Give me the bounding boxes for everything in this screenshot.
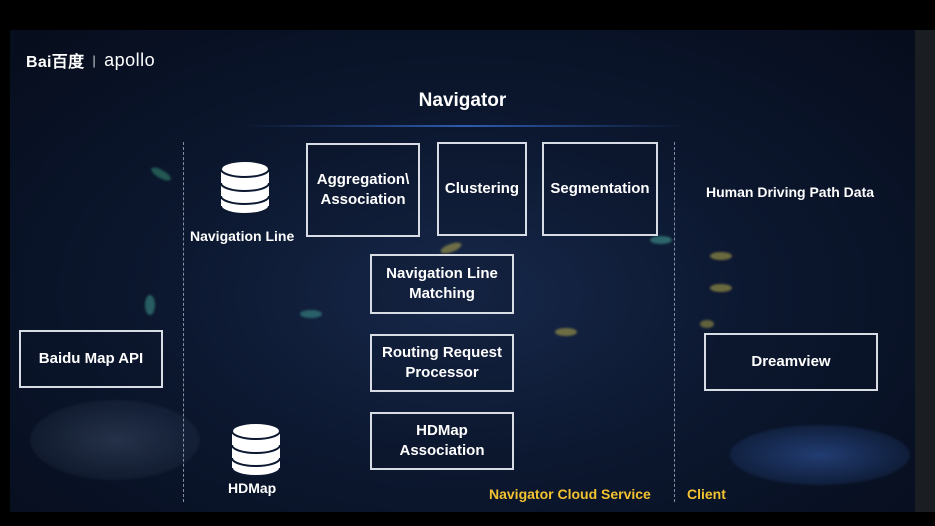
baidu-map-api-box: Baidu Map API: [19, 330, 163, 388]
aggregation-association-box: Aggregation\ Association: [306, 143, 420, 237]
dreamview-box: Dreamview: [704, 333, 878, 391]
screen-edge: [915, 30, 935, 512]
title-underline: [245, 125, 685, 127]
bg-glow: [149, 165, 173, 183]
navigation-line-matching-box: Navigation Line Matching: [370, 254, 514, 314]
bg-glow: [700, 320, 714, 328]
clustering-text: Clustering: [444, 180, 520, 197]
bg-glow: [710, 252, 732, 260]
segmentation-box: Segmentation: [542, 142, 658, 236]
bg-glow: [300, 310, 322, 318]
brand-logo: Bai百度 | apollo: [26, 48, 155, 72]
divider-right: [674, 142, 675, 502]
navigation-line-label: Navigation Line: [190, 228, 295, 244]
cloud-service-section-label: Navigator Cloud Service: [489, 486, 651, 502]
car-silhouette: [730, 425, 910, 485]
apollo-logo: apollo: [104, 49, 156, 70]
baidu-map-api-text: Baidu Map API: [38, 350, 144, 367]
segmentation-text: Segmentation: [550, 180, 650, 197]
bg-glow: [555, 328, 577, 336]
database-icon: [220, 160, 270, 215]
dreamview-text: Dreamview: [751, 353, 831, 370]
hdmap-association-box: HDMap Association: [370, 412, 514, 470]
hdmap-association-text: HDMap Association: [399, 422, 485, 459]
bg-glow: [650, 236, 672, 244]
slide: Bai百度 | apollo Navigator Navigation Line: [10, 30, 915, 512]
routing-request-processor-box: Routing Request Processor: [370, 334, 514, 392]
truck-silhouette: [30, 400, 200, 480]
aggregation-association-text: Aggregation\ Association: [316, 171, 410, 208]
human-driving-path-label: Human Driving Path Data: [706, 184, 875, 200]
bg-glow: [710, 284, 732, 292]
clustering-box: Clustering: [437, 142, 527, 236]
database-icon: [231, 422, 281, 477]
hdmap-label: HDMap: [228, 480, 277, 496]
bg-glow: [145, 295, 155, 315]
routing-request-processor-text: Routing Request Processor: [382, 344, 502, 381]
logo-separator: |: [92, 52, 97, 68]
navigation-line-matching-text: Navigation Line Matching: [386, 265, 498, 302]
diagram-title: Navigator: [418, 90, 507, 111]
baidu-logo: Bai百度: [26, 54, 85, 71]
client-section-label: Client: [687, 486, 726, 502]
divider-left: [183, 142, 184, 502]
